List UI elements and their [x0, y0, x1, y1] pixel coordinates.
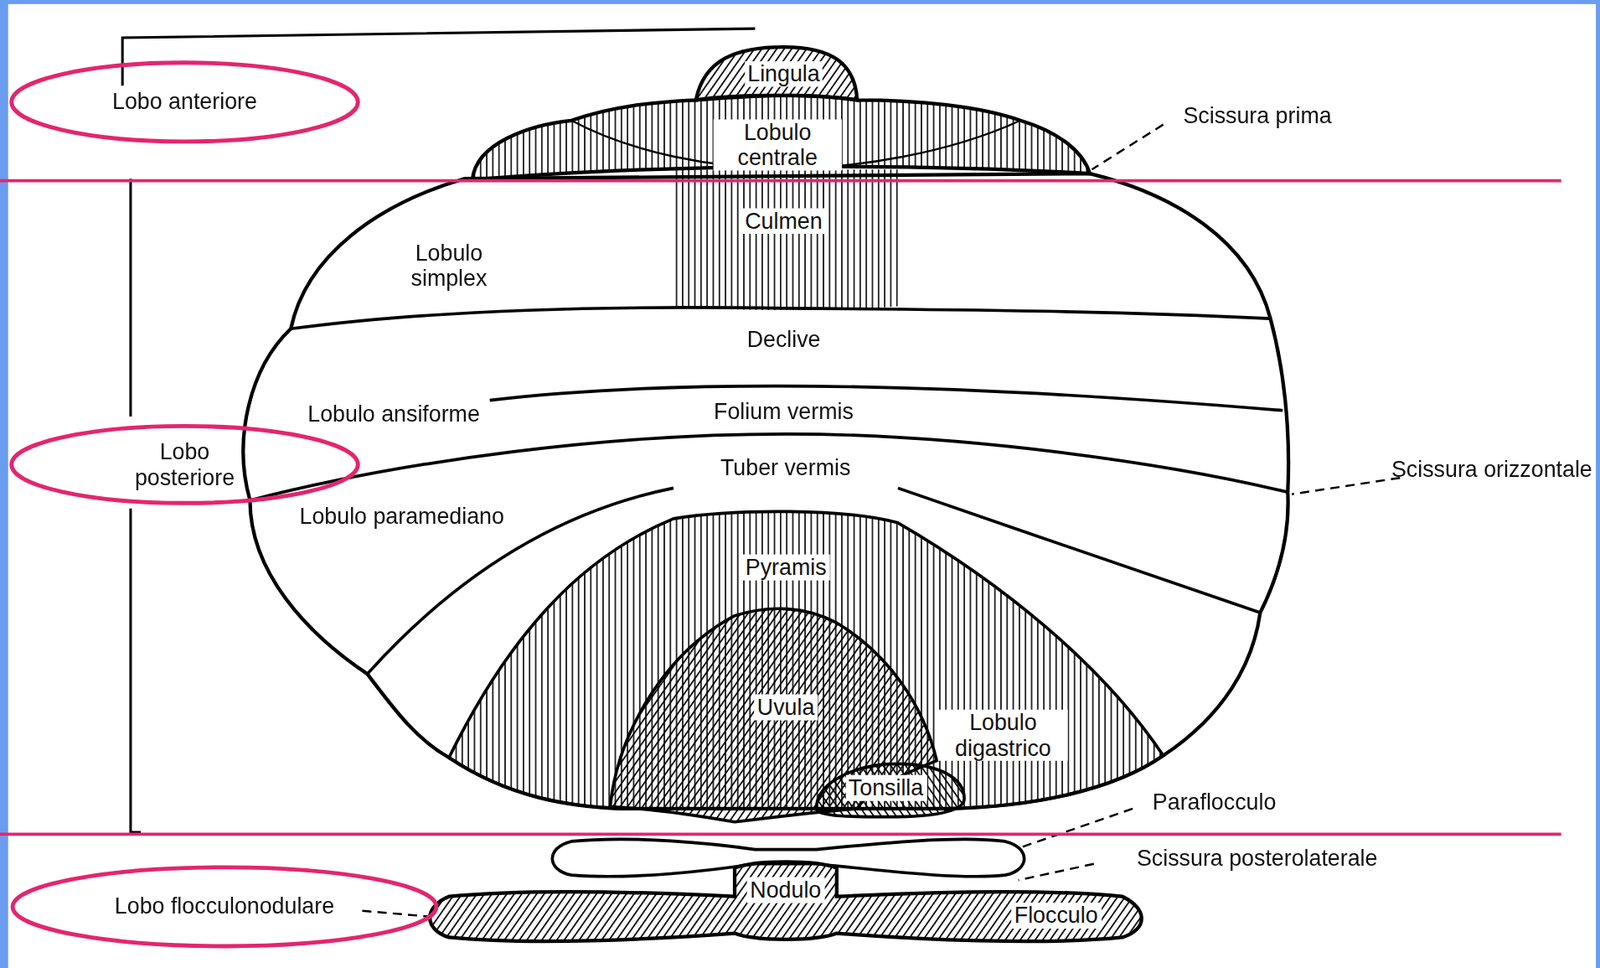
part-label: Lobulo paramediano	[296, 502, 508, 529]
part-label: Nodulo	[747, 876, 825, 903]
lobe-name: Lobo flocculonodulare	[114, 892, 335, 919]
lobe-ellipse: Lobo flocculonodulare	[5, 863, 443, 950]
part-label: Scissura orizzontale	[1386, 455, 1597, 482]
lobe-name: Lobo anteriore	[112, 88, 258, 115]
part-label: Lobulo simplex	[384, 239, 513, 292]
part-label: Culmen	[742, 207, 826, 234]
part-label: Folium vermis	[710, 397, 857, 424]
lobe-ellipse: Lobo anteriore	[5, 59, 363, 145]
part-label: Declive	[743, 325, 824, 352]
ellipse-outline	[5, 422, 363, 506]
part-label: Uvula	[753, 693, 818, 720]
lobe-name: Lobo posteriore	[123, 438, 246, 491]
part-label: Lobulo digastrico	[939, 708, 1068, 761]
part-label: Flocculo	[1011, 901, 1101, 928]
part-label: Lingula	[744, 60, 824, 87]
part-label: Lobulo centrale	[712, 118, 842, 171]
part-label: Tuber vermis	[717, 454, 854, 480]
part-label: Pyramis	[742, 553, 830, 580]
part-label: Scissura posterolaterale	[1133, 844, 1381, 871]
part-label: Tonsilla	[845, 774, 927, 800]
part-label: Scissura prima	[1180, 102, 1336, 129]
part-label: Paraflocculo	[1149, 788, 1280, 815]
part-label: Lobulo ansiforme	[304, 400, 484, 427]
lobe-ellipse: Lobo posteriore	[5, 422, 363, 506]
